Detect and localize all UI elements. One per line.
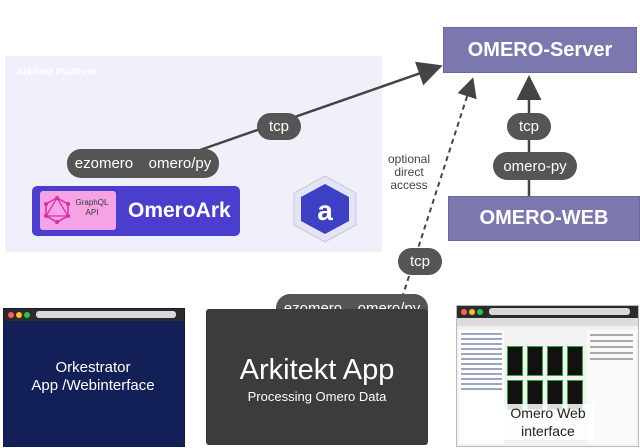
url-bar xyxy=(489,308,630,315)
omero-web-window xyxy=(456,305,639,447)
graphql-api-label: GraphQL API xyxy=(70,198,114,218)
omero-server-label: OMERO-Server xyxy=(467,38,613,61)
hexagon-a-icon: a xyxy=(293,175,357,243)
omero-py-label: omero-py xyxy=(503,157,567,175)
orkestrator-window xyxy=(3,308,185,447)
omero-server-node: OMERO-Server xyxy=(443,27,637,73)
omeroark-label: OmeroArk xyxy=(128,199,231,222)
tcp-pill: tcp xyxy=(398,248,442,275)
web-metadata-panel xyxy=(587,330,636,444)
platform-title: Arkitekt Platform xyxy=(16,67,97,78)
thumbnail-grid xyxy=(507,346,587,410)
note-line: direct xyxy=(394,165,424,179)
web-subtitle: interface xyxy=(521,423,575,439)
omero-py-pill: omero-py xyxy=(493,152,577,180)
arkitekt-app-subtitle: Processing Omero Data xyxy=(247,389,387,404)
url-bar xyxy=(36,311,176,318)
maximize-dot-icon xyxy=(24,312,30,318)
tcp-label: tcp xyxy=(518,118,539,135)
omeropy-label: omero/py xyxy=(148,155,212,172)
web-title: Omero Web xyxy=(510,405,586,421)
note-line: access xyxy=(390,178,428,192)
web-tree-panel xyxy=(459,330,504,444)
tcp-label: tcp xyxy=(409,253,430,270)
arkitekt-app-box xyxy=(206,309,428,445)
optional-direct-access-note: optional direct access xyxy=(380,153,438,192)
api-line: API xyxy=(85,208,99,217)
orkestrator-label: Orkestrator App /Webinterface xyxy=(3,359,183,395)
web-toolbar xyxy=(457,318,638,326)
tcp-pill: tcp xyxy=(507,113,551,140)
note-line: optional xyxy=(387,152,431,166)
window-titlebar xyxy=(457,306,638,318)
minimize-dot-icon xyxy=(469,309,475,315)
window-titlebar xyxy=(4,309,184,321)
svg-text:a: a xyxy=(317,195,333,226)
close-dot-icon xyxy=(461,309,467,315)
tcp-label: tcp xyxy=(268,118,289,135)
orkestrator-title: Orkestrator xyxy=(55,359,131,376)
ezomero-omeropy-pill: ezomero omero/py xyxy=(67,149,219,178)
graphql-api-box xyxy=(40,191,116,230)
arkitekt-app-title: Arkitekt App xyxy=(239,354,395,386)
ezomero-label: ezomero xyxy=(74,155,134,172)
omero-web-node: OMERO-WEB xyxy=(448,196,640,241)
close-dot-icon xyxy=(8,312,14,318)
orkestrator-subtitle: App /Webinterface xyxy=(31,377,155,394)
tcp-pill: tcp xyxy=(257,113,301,140)
graphql-icon xyxy=(44,196,70,224)
arrow-omeroark-to-server xyxy=(199,61,443,152)
graphql-line: GraphQL xyxy=(75,198,109,207)
minimize-dot-icon xyxy=(16,312,22,318)
omero-web-label: OMERO-WEB xyxy=(479,207,609,229)
maximize-dot-icon xyxy=(477,309,483,315)
omero-web-label: Omero Web interface xyxy=(502,404,594,440)
